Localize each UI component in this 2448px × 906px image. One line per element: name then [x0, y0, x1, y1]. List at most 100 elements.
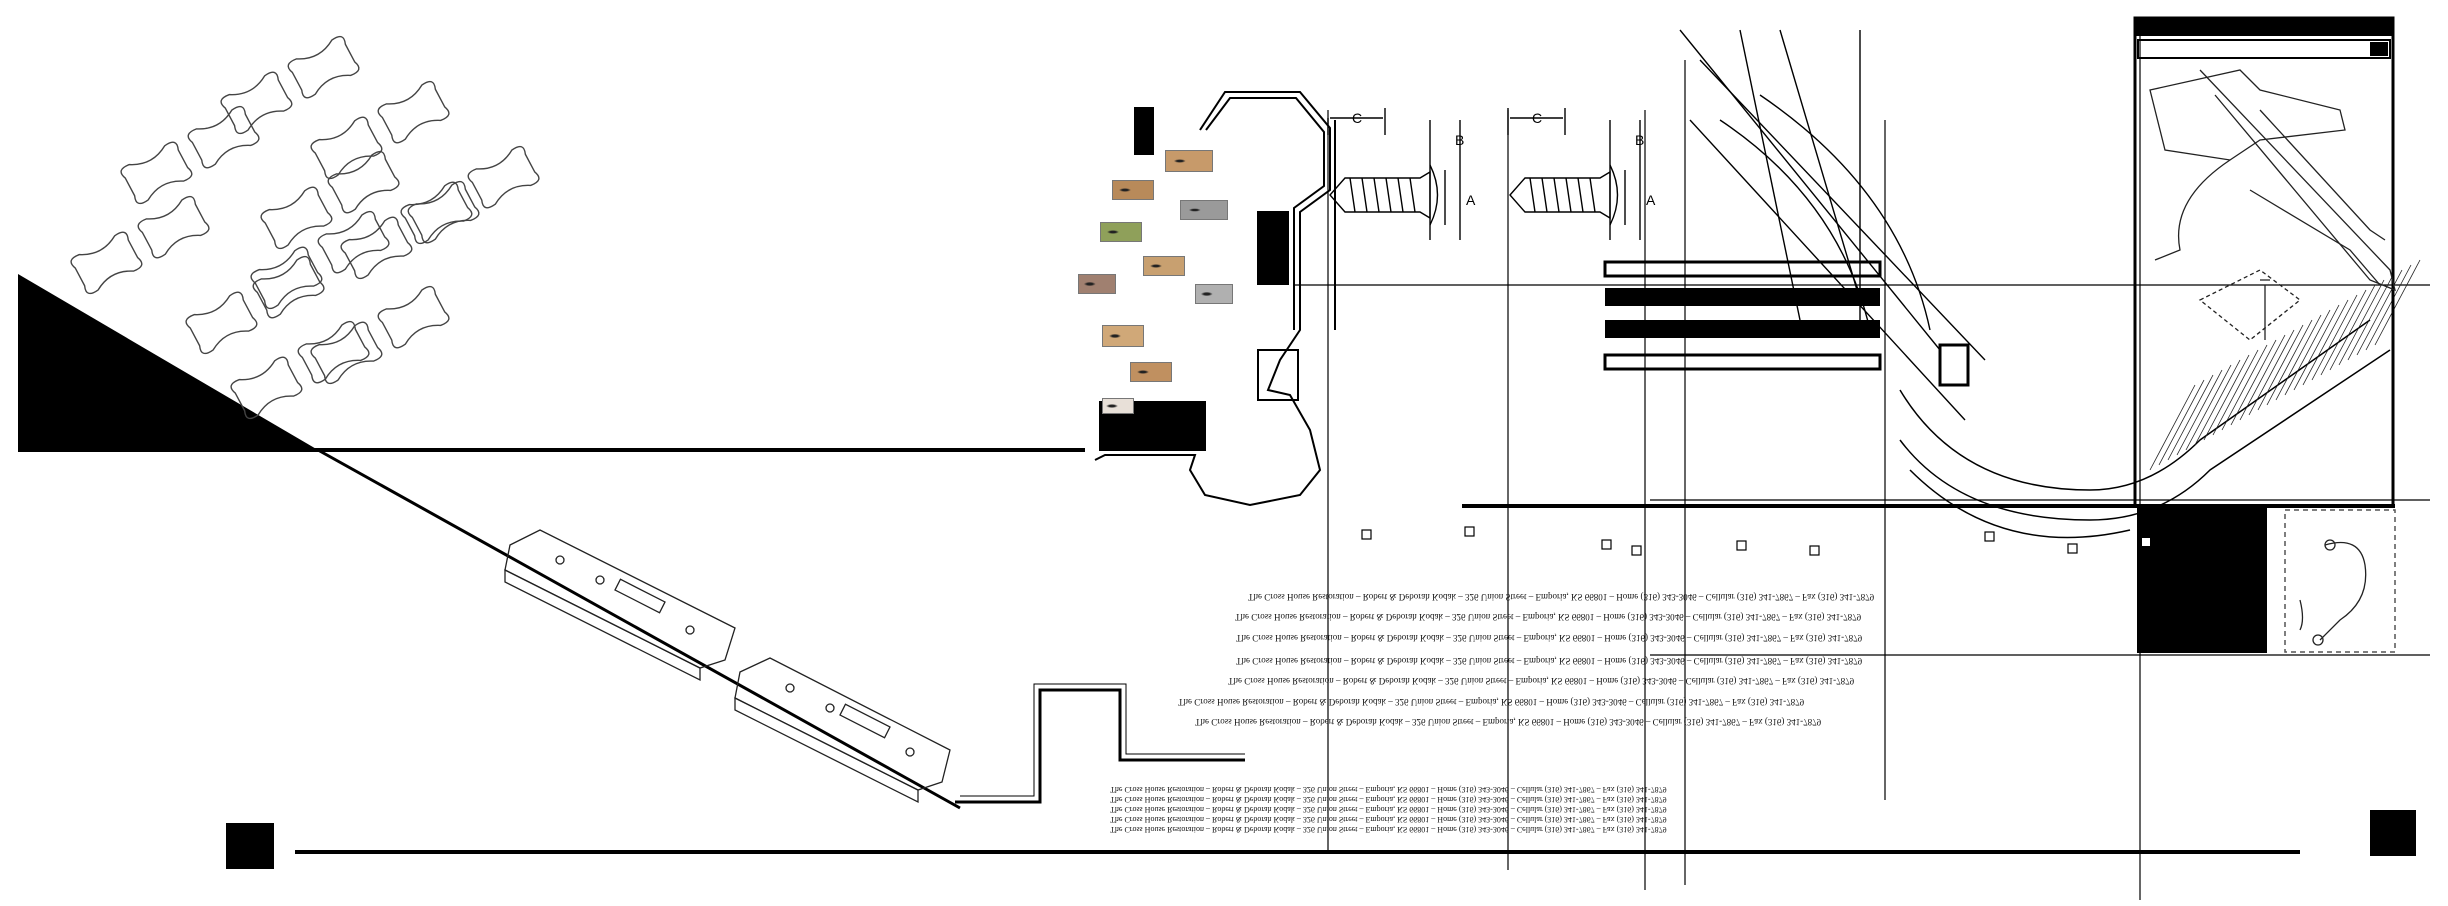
- bowtie-outline: [287, 35, 360, 99]
- plank-hatch: [2257, 324, 2304, 411]
- plank-hatch: [2275, 314, 2322, 401]
- eye-photo-swatch: [1143, 256, 1185, 276]
- bowtie-outline: [377, 285, 450, 349]
- plank-hatch: [2293, 304, 2340, 391]
- stepped-wall: [955, 688, 1245, 804]
- dashed-box: [2284, 509, 2396, 653]
- plank-hatch: [2311, 294, 2358, 381]
- right-frame-corner-mark: [2370, 42, 2388, 56]
- bar-outline-2: [1603, 353, 1882, 371]
- bowtie-shape: [70, 195, 210, 295]
- right-frame-title-box: [2137, 39, 2391, 59]
- plank-hatch: [2185, 364, 2232, 451]
- bowtie-outline: [220, 71, 293, 135]
- bar-solid-2: [1605, 320, 1880, 338]
- eye-photo-swatch: [1130, 362, 1172, 382]
- plank-hatch: [2221, 344, 2268, 431]
- diagonal-line: [317, 448, 961, 810]
- radiating-lines: [1679, 29, 1986, 421]
- bowtie-outline: [407, 180, 480, 244]
- bowtie-outline: [467, 145, 540, 209]
- eye-photo-swatch: [1102, 325, 1144, 347]
- credit-line-small: The Cross House Restoration – Robert & D…: [1110, 805, 1667, 814]
- bowtie-shape: [120, 105, 260, 205]
- screw-left: [1327, 108, 1461, 240]
- square-marker: [1601, 539, 1612, 550]
- plank-hatch: [2284, 309, 2331, 396]
- plank-hatch: [2194, 359, 2241, 446]
- plank-hatch: [2212, 349, 2259, 436]
- plank-hatch: [2239, 334, 2286, 421]
- dim-label-b-right: B: [1635, 132, 1644, 148]
- plank-hatch: [2248, 329, 2295, 416]
- bowtie-shape: [400, 145, 540, 245]
- isometric-plate-2: [734, 657, 951, 804]
- square-marker: [2067, 543, 2078, 554]
- eye-photo-swatch: [1102, 398, 1134, 414]
- plank-hatch: [2365, 264, 2412, 351]
- credit-line: The Cross House Restoration – Robert & D…: [1178, 697, 1805, 707]
- square-marker: [1361, 529, 1372, 540]
- screw-right: [1507, 108, 1641, 240]
- bar-outline-1: [1603, 260, 1882, 278]
- bottom-right-square: [2370, 810, 2416, 856]
- bowtie-outline: [260, 186, 333, 250]
- bowtie-shape: [310, 285, 450, 385]
- right-frame-header-bar: [2135, 18, 2393, 36]
- dim-label-b-left: B: [1455, 132, 1464, 148]
- bar-solid-1: [1605, 288, 1880, 306]
- bowtie-outline: [120, 141, 193, 205]
- isometric-plate-1: [504, 529, 736, 682]
- bowtie-outline: [327, 150, 400, 214]
- plank-hatch: [2320, 289, 2367, 376]
- credit-line: The Cross House Restoration – Robert & D…: [1236, 633, 1863, 643]
- stepped-wall-inner: [960, 683, 1245, 797]
- bowtie-outline: [340, 216, 413, 280]
- plank-hatch: [2266, 319, 2313, 406]
- plank-hatch: [2158, 379, 2205, 466]
- plank-hatch: [2338, 279, 2385, 366]
- curved-track: [1899, 319, 2391, 539]
- credit-line: The Cross House Restoration – Robert & D…: [1235, 612, 1862, 622]
- bowtie-outline: [252, 255, 325, 319]
- plank-hatch: [2203, 354, 2250, 441]
- square-marker: [1631, 545, 1642, 556]
- bowtie-outline: [297, 320, 370, 384]
- bowtie-shape: [310, 80, 450, 180]
- small-hose-drawing: [2299, 539, 2367, 646]
- plank-hatch: [2347, 274, 2394, 361]
- bowtie-shape: [220, 35, 360, 135]
- bowtie-shape: [185, 255, 325, 355]
- eye-photo-swatch: [1165, 150, 1213, 172]
- plank-hatch: [2302, 299, 2349, 386]
- credit-line-small: The Cross House Restoration – Robert & D…: [1110, 785, 1667, 794]
- square-marker: [1809, 545, 1820, 556]
- credit-line-small: The Cross House Restoration – Robert & D…: [1110, 815, 1667, 824]
- eye-photo-swatch: [1195, 284, 1233, 304]
- bowtie-shape: [340, 180, 480, 280]
- credit-line-small: The Cross House Restoration – Robert & D…: [1110, 825, 1667, 834]
- bowtie-shape: [230, 320, 370, 420]
- guide-lines: [1295, 30, 2430, 900]
- dim-label-c-left: C: [1352, 110, 1362, 126]
- dim-label-c-right: C: [1532, 110, 1542, 126]
- square-marker: [1984, 531, 1995, 542]
- wiper-arm-drawing: [2149, 69, 2396, 341]
- credit-line: The Cross House Restoration – Robert & D…: [1248, 592, 1875, 602]
- plank-hatch: [2167, 374, 2214, 461]
- plank-hatch: [2329, 284, 2376, 371]
- bowtie-outline: [230, 356, 303, 420]
- square-markers: [1361, 526, 2078, 556]
- black-block: [2137, 508, 2267, 653]
- bowtie-outline: [317, 210, 390, 274]
- eye-photo-swatch: [1100, 222, 1142, 242]
- dim-label-a-left: A: [1466, 192, 1476, 208]
- bowtie-outline: [400, 181, 473, 245]
- bowtie-outline: [310, 116, 383, 180]
- bowtie-outline: [137, 195, 210, 259]
- plank-hatch: [2176, 369, 2223, 456]
- plank-hatch: [2356, 269, 2403, 356]
- black-triangle: [18, 274, 318, 450]
- eye-photo-swatch: [1180, 200, 1228, 220]
